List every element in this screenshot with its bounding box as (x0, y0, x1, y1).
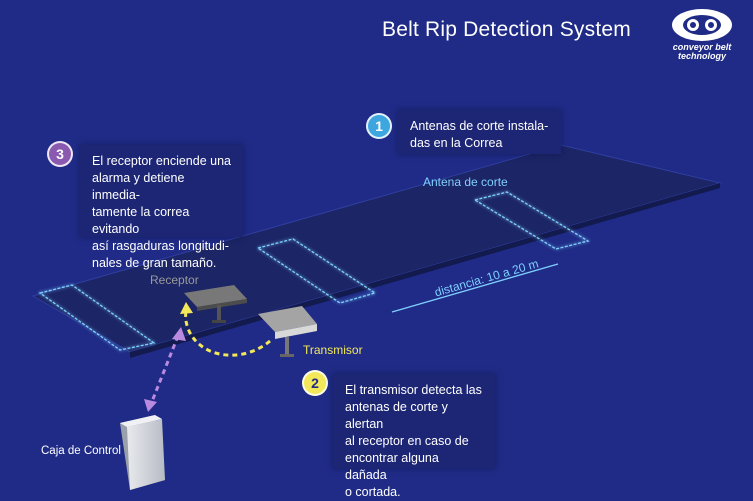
page-title: Belt Rip Detection System (382, 18, 631, 41)
distance-line (391, 263, 559, 313)
control-link-arrowhead (144, 399, 157, 412)
text-line: así rasgaduras longitudi- (92, 239, 229, 253)
text-line: das en la Correa (410, 136, 503, 150)
text-line: al receptor en caso de (345, 434, 469, 448)
text-line: antenas de corte y alertan (345, 400, 448, 431)
signal-arrowhead (180, 302, 193, 314)
receiver-label: Receptor (150, 273, 199, 287)
step-3-description: El receptor enciende una alarma y detien… (80, 145, 243, 270)
receiver-device (184, 285, 247, 323)
step-2-badge: 2 (302, 370, 328, 396)
step-1-description: Antenas de corte instala- das en la Corr… (398, 110, 561, 154)
step-1-badge: 1 (366, 113, 392, 139)
antenna-label: Antena de corte (423, 175, 508, 189)
text-line: Antenas de corte instala- (410, 119, 549, 133)
logo-text-line2: technology (677, 51, 726, 61)
text-line: alarma y detiene inmedia- (92, 171, 185, 202)
text-line: tamente la correa evitando (92, 205, 190, 236)
logo-text-line1: conveyor belt (672, 42, 732, 52)
transmitter-label: Transmisor (303, 343, 363, 357)
step-3-badge: 3 (47, 141, 73, 167)
control-link-arrowhead (172, 327, 186, 341)
text-line: El receptor enciende una (92, 154, 231, 168)
cut-antenna (473, 191, 590, 250)
cut-antenna (38, 284, 156, 351)
logo-icon (672, 9, 732, 41)
text-line: nales de gran tamaño. (92, 256, 217, 270)
control-box (120, 415, 165, 490)
control-box-label: Caja de Control (41, 445, 121, 457)
text-line: El transmisor detecta las (345, 383, 482, 397)
text-line: encontrar alguna dañada (345, 451, 439, 482)
step-2-description: El transmisor detecta las antenas de cor… (333, 374, 495, 499)
transmitter-device (258, 306, 317, 357)
text-line: o cortada. (345, 485, 401, 499)
control-link (149, 335, 180, 405)
cut-antenna (256, 238, 377, 304)
